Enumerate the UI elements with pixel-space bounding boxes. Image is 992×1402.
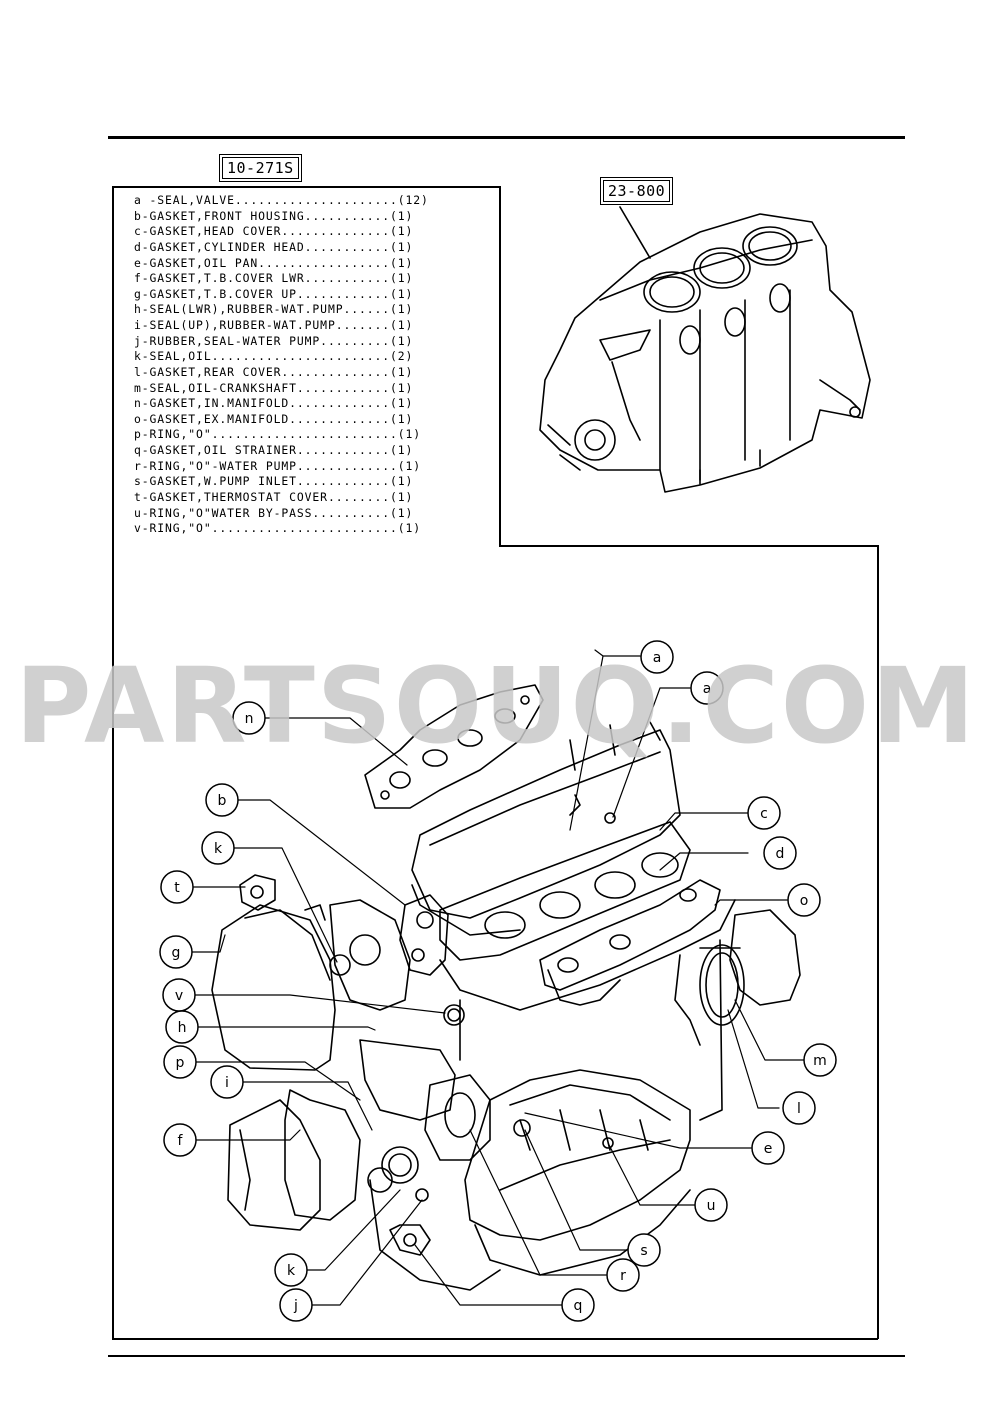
watermark: PARTSOUQ.COM (15, 645, 977, 767)
bottom-rule (108, 1355, 905, 1357)
callout-circle-a (640, 640, 674, 674)
lower-front-drawing (227, 1039, 501, 1291)
callout-circle-m (803, 1043, 837, 1077)
callout-label-v: v (175, 988, 183, 1004)
frame-left (112, 186, 114, 1339)
callout-label-k: k (287, 1263, 296, 1279)
seal-ring-drawing (443, 1004, 465, 1026)
callout-label-f: f (178, 1133, 184, 1149)
callout-circle-d (763, 836, 797, 870)
parts-list-item-q: q-GASKET,OIL STRAINER............(1) (134, 443, 414, 457)
parts-list-item-i: i-SEAL(UP),RUBBER-WAT.PUMP.......(1) (134, 318, 414, 332)
callout-label-u: u (707, 1198, 716, 1214)
timing-cover-drawing (211, 899, 411, 1071)
parts-list-item-v: v-RING,"O"........................(1) (134, 521, 422, 536)
list-box-top (112, 186, 500, 188)
front-housing-gasket-drawing (399, 894, 449, 976)
callout-circle-k (201, 831, 235, 865)
parts-list-item-n: n-GASKET,IN.MANIFOLD.............(1) (134, 396, 414, 411)
callout-circle-e (751, 1131, 785, 1165)
callout-label-a: a (703, 681, 712, 697)
parts-list-item-k: k-SEAL,OIL.......................(2) (134, 349, 414, 364)
group-code-label: 10-271S (219, 154, 302, 182)
callout-circle-s (627, 1233, 661, 1267)
parts-list-item-c: c-GASKET,HEAD COVER..............(1) (134, 224, 414, 239)
callout-label-h: h (178, 1020, 187, 1036)
parts-list-item-o: o-GASKET,EX.MANIFOLD.............(1) (134, 411, 414, 426)
callout-label-t: t (174, 880, 180, 896)
callout-label-a: a (653, 650, 662, 666)
callout-label-d: d (776, 846, 785, 862)
callout-label-c: c (760, 806, 768, 822)
parts-list-item-t: t-GASKET,THERMOSTAT COVER........(1) (134, 489, 414, 504)
parts-list-item-l: l-GASKET,REAR COVER..............(1) (134, 364, 414, 379)
callout-circle-t (160, 870, 194, 904)
callout-circle-n (232, 701, 266, 735)
assembly-code-label: 23-800 (599, 177, 674, 205)
intake-manifold-gasket-drawing (364, 684, 544, 809)
cylinder-head-drawing (411, 721, 681, 936)
callout-label-r: r (620, 1268, 626, 1284)
parts-list-item-m: m-SEAL,OIL-CRANKSHAFT............(1) (134, 380, 414, 395)
callout-label-q: q (574, 1298, 583, 1314)
callout-label-i: i (225, 1075, 229, 1091)
callout-circle-g (159, 935, 193, 969)
callout-label-g: g (172, 945, 181, 961)
callout-group: a a n c b d k t o g vh m p i l f e u s k r j q (159, 640, 837, 1322)
list-box-bottom (499, 545, 878, 547)
head-gasket-drawing (439, 821, 691, 961)
callout-circle-u (694, 1188, 728, 1222)
leader-lines (191, 649, 805, 1306)
callout-circle-p (163, 1045, 197, 1079)
callout-label-b: b (218, 793, 227, 809)
callout-label-o: o (800, 893, 809, 909)
lower-block-drawing (439, 899, 736, 1121)
callout-label-e: e (764, 1141, 773, 1157)
parts-list-item-f: f-GASKET,T.B.COVER LWR...........(1) (134, 271, 414, 286)
callout-circle-a (690, 671, 724, 705)
callout-label-m: m (813, 1053, 827, 1069)
frame-bottom (112, 1338, 878, 1340)
callout-circle-b (205, 783, 239, 817)
callout-circle-h (165, 1010, 199, 1044)
callout-label-n: n (245, 711, 254, 727)
cylinder-block-drawing (539, 206, 871, 493)
parts-list: a -SEAL,VALVE.....................(12)b-… (134, 193, 494, 537)
parts-list-item-e: e-GASKET,OIL PAN.................(1) (134, 255, 414, 270)
callout-circle-c (747, 796, 781, 830)
parts-list-item-r: r-RING,"O"-WATER PUMP.............(1) (134, 458, 422, 473)
parts-list-item-a: a -SEAL,VALVE.....................(12) (134, 193, 429, 207)
callout-circle-f (163, 1123, 197, 1157)
list-box-right (499, 186, 501, 546)
thermostat-gasket-drawing (239, 874, 276, 911)
callout-label-s: s (640, 1243, 647, 1259)
callout-circle-j (279, 1288, 313, 1322)
callout-circle-r (606, 1258, 640, 1292)
parts-list-item-h: h-SEAL(LWR),RUBBER-WAT.PUMP......(1) (134, 302, 414, 317)
frame-right (877, 545, 879, 1339)
parts-list-item-u: u-RING,"O"WATER BY-PASS..........(1) (134, 505, 414, 520)
exhaust-manifold-gasket-drawing (539, 879, 721, 991)
oil-pan-drawing (464, 1069, 691, 1276)
parts-list-item-p: p-RING,"O"........................(1) (134, 427, 422, 442)
callout-circle-q (561, 1288, 595, 1322)
callout-label-j: j (293, 1298, 298, 1314)
parts-list-item-j: j-RUBBER,SEAL-WATER PUMP.........(1) (134, 333, 414, 348)
callout-label-l: l (797, 1101, 801, 1117)
callout-label-p: p (176, 1055, 185, 1071)
rear-cover-gasket-drawing (674, 909, 801, 1046)
callout-circle-k (274, 1253, 308, 1287)
callout-circle-l (782, 1091, 816, 1125)
parts-list-item-b: b-GASKET,FRONT HOUSING...........(1) (134, 208, 414, 223)
callout-label-k: k (214, 841, 223, 857)
callout-circle-i (210, 1065, 244, 1099)
parts-list-item-s: s-GASKET,W.PUMP INLET............(1) (134, 474, 414, 489)
parts-list-item-g: g-GASKET,T.B.COVER UP............(1) (134, 286, 414, 301)
top-rule (108, 136, 905, 139)
parts-list-item-d: d-GASKET,CYLINDER HEAD...........(1) (134, 239, 414, 254)
callout-circle-o (787, 883, 821, 917)
